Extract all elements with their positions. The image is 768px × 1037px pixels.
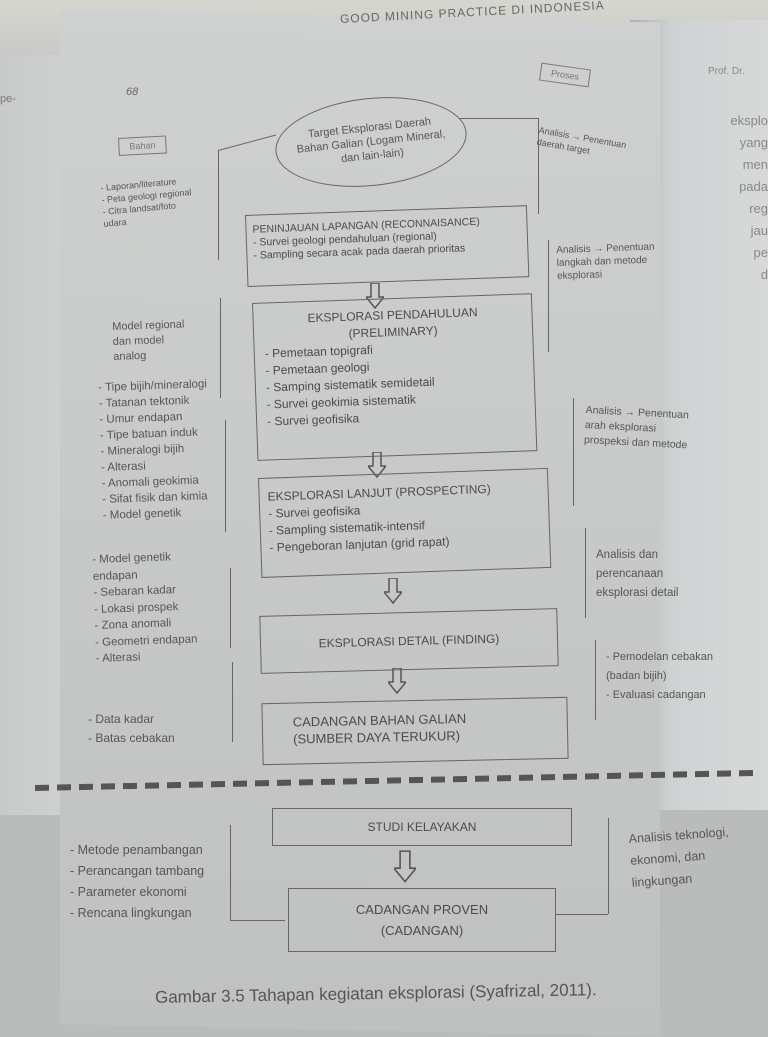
stage-reconnaissance: PENINJAUAN LAPANGAN (RECONNAISANCE) - Su… [245, 205, 530, 287]
stage-prospecting: EKSPLORASI LANJUT (PROSPECTING) - Survei… [258, 467, 552, 578]
column-label-input: Bahan [118, 135, 167, 156]
stage-subtitle: (CADANGAN) [380, 923, 464, 938]
right-fragment: jau [750, 223, 768, 238]
inputs-finding: - Model genetik endapan - Sebaran kadar … [92, 548, 198, 667]
inputs-prospecting: - Tipe bijih/mineralogi - Tatanan tekton… [98, 376, 212, 524]
connector-line [548, 240, 549, 352]
flow-arrow-icon [388, 668, 406, 694]
input-item: - Metode penambangan [70, 843, 203, 857]
input-item: - Parameter ekonomi [70, 885, 187, 899]
right-fragment: pe [753, 245, 768, 260]
flow-arrow-icon [366, 283, 384, 309]
stage-resource: CADANGAN BAHAN GALIAN (SUMBER DAYA TERUK… [261, 696, 569, 766]
stage-proven-reserve: CADANGAN PROVEN (CADANGAN) [288, 888, 556, 952]
inputs-heading-preliminary: Model regional dan model analog [112, 318, 185, 363]
right-fragment: men [742, 157, 768, 172]
analysis-item: - Evaluasi cadangan [606, 689, 706, 701]
connector-line [220, 298, 221, 398]
analysis-finding: Analisis dan perencanaan eksplorasi deta… [596, 549, 679, 599]
input-item: - Data kadar [88, 712, 155, 726]
input-item: - Batas cebakan [88, 731, 175, 745]
stage-title: CADANGAN PROVEN [355, 902, 489, 917]
page-number: 68 [126, 86, 139, 98]
connector-line [585, 528, 586, 618]
right-fragment: yang [739, 135, 768, 150]
connector-line [230, 920, 285, 921]
analysis-preliminary: Analisis → Penentuan langkah dan metode … [556, 241, 655, 282]
connector-line [595, 640, 596, 720]
connector-line [230, 568, 231, 648]
input-item: - Perancangan tambang [70, 864, 205, 878]
flow-arrow-icon [394, 850, 416, 883]
connector-line [225, 420, 226, 532]
right-page-text: eksplo yang men pada reg jau pe d [700, 110, 768, 286]
target-text: Target Eksplorasi Daerah Bahan Galian (L… [296, 115, 446, 166]
connector-line [460, 118, 538, 119]
input-item: - Model genetik endapan [92, 551, 172, 583]
connector-line [573, 398, 574, 506]
inputs-resource: - Data kadar - Batas cebakan [88, 710, 175, 748]
analysis-prospecting: Analisis → Penentuan arah eksplorasi pro… [583, 403, 690, 452]
input-item: - Rencana lingkungan [70, 906, 192, 920]
connector-line [218, 150, 219, 260]
left-page-stub: pe- [0, 93, 16, 105]
connector-line [230, 825, 231, 920]
right-fragment: pada [739, 179, 768, 194]
inputs-reconnaissance: - Laporan/literature - Peta geologi regi… [100, 174, 194, 230]
right-page-header: Prof. Dr. [708, 66, 745, 77]
stage-preliminary: EKSPLORASI PENDAHULUAN (PRELIMINARY) - P… [252, 293, 538, 461]
right-fragment: d [760, 267, 768, 282]
connector-line [608, 818, 609, 914]
stage-feasibility: STUDI KELAYAKAN [272, 808, 572, 846]
connector-line [538, 118, 539, 214]
stage-title: STUDI KELAYAKAN [367, 819, 477, 834]
right-fragment: reg [749, 201, 768, 216]
inputs-feasibility: - Metode penambangan - Perancangan tamba… [70, 840, 204, 924]
flow-arrow-icon [368, 452, 386, 478]
analysis-feasibility: Analisis teknologi, ekonomi, dan lingkun… [628, 825, 730, 890]
analysis-item: - Pemodelan cebakan (badan bijih) [606, 651, 714, 682]
right-fragment: eksplo [730, 113, 768, 128]
stage-finding: EKSPLORASI DETAIL (FINDING) [259, 608, 559, 674]
stage-title: EKSPLORASI DETAIL (FINDING) [318, 631, 500, 650]
analysis-resource: - Pemodelan cebakan (badan bijih) - Eval… [606, 648, 736, 705]
connector-line [232, 662, 233, 742]
connector-line [556, 914, 608, 915]
flow-arrow-icon [384, 578, 402, 604]
